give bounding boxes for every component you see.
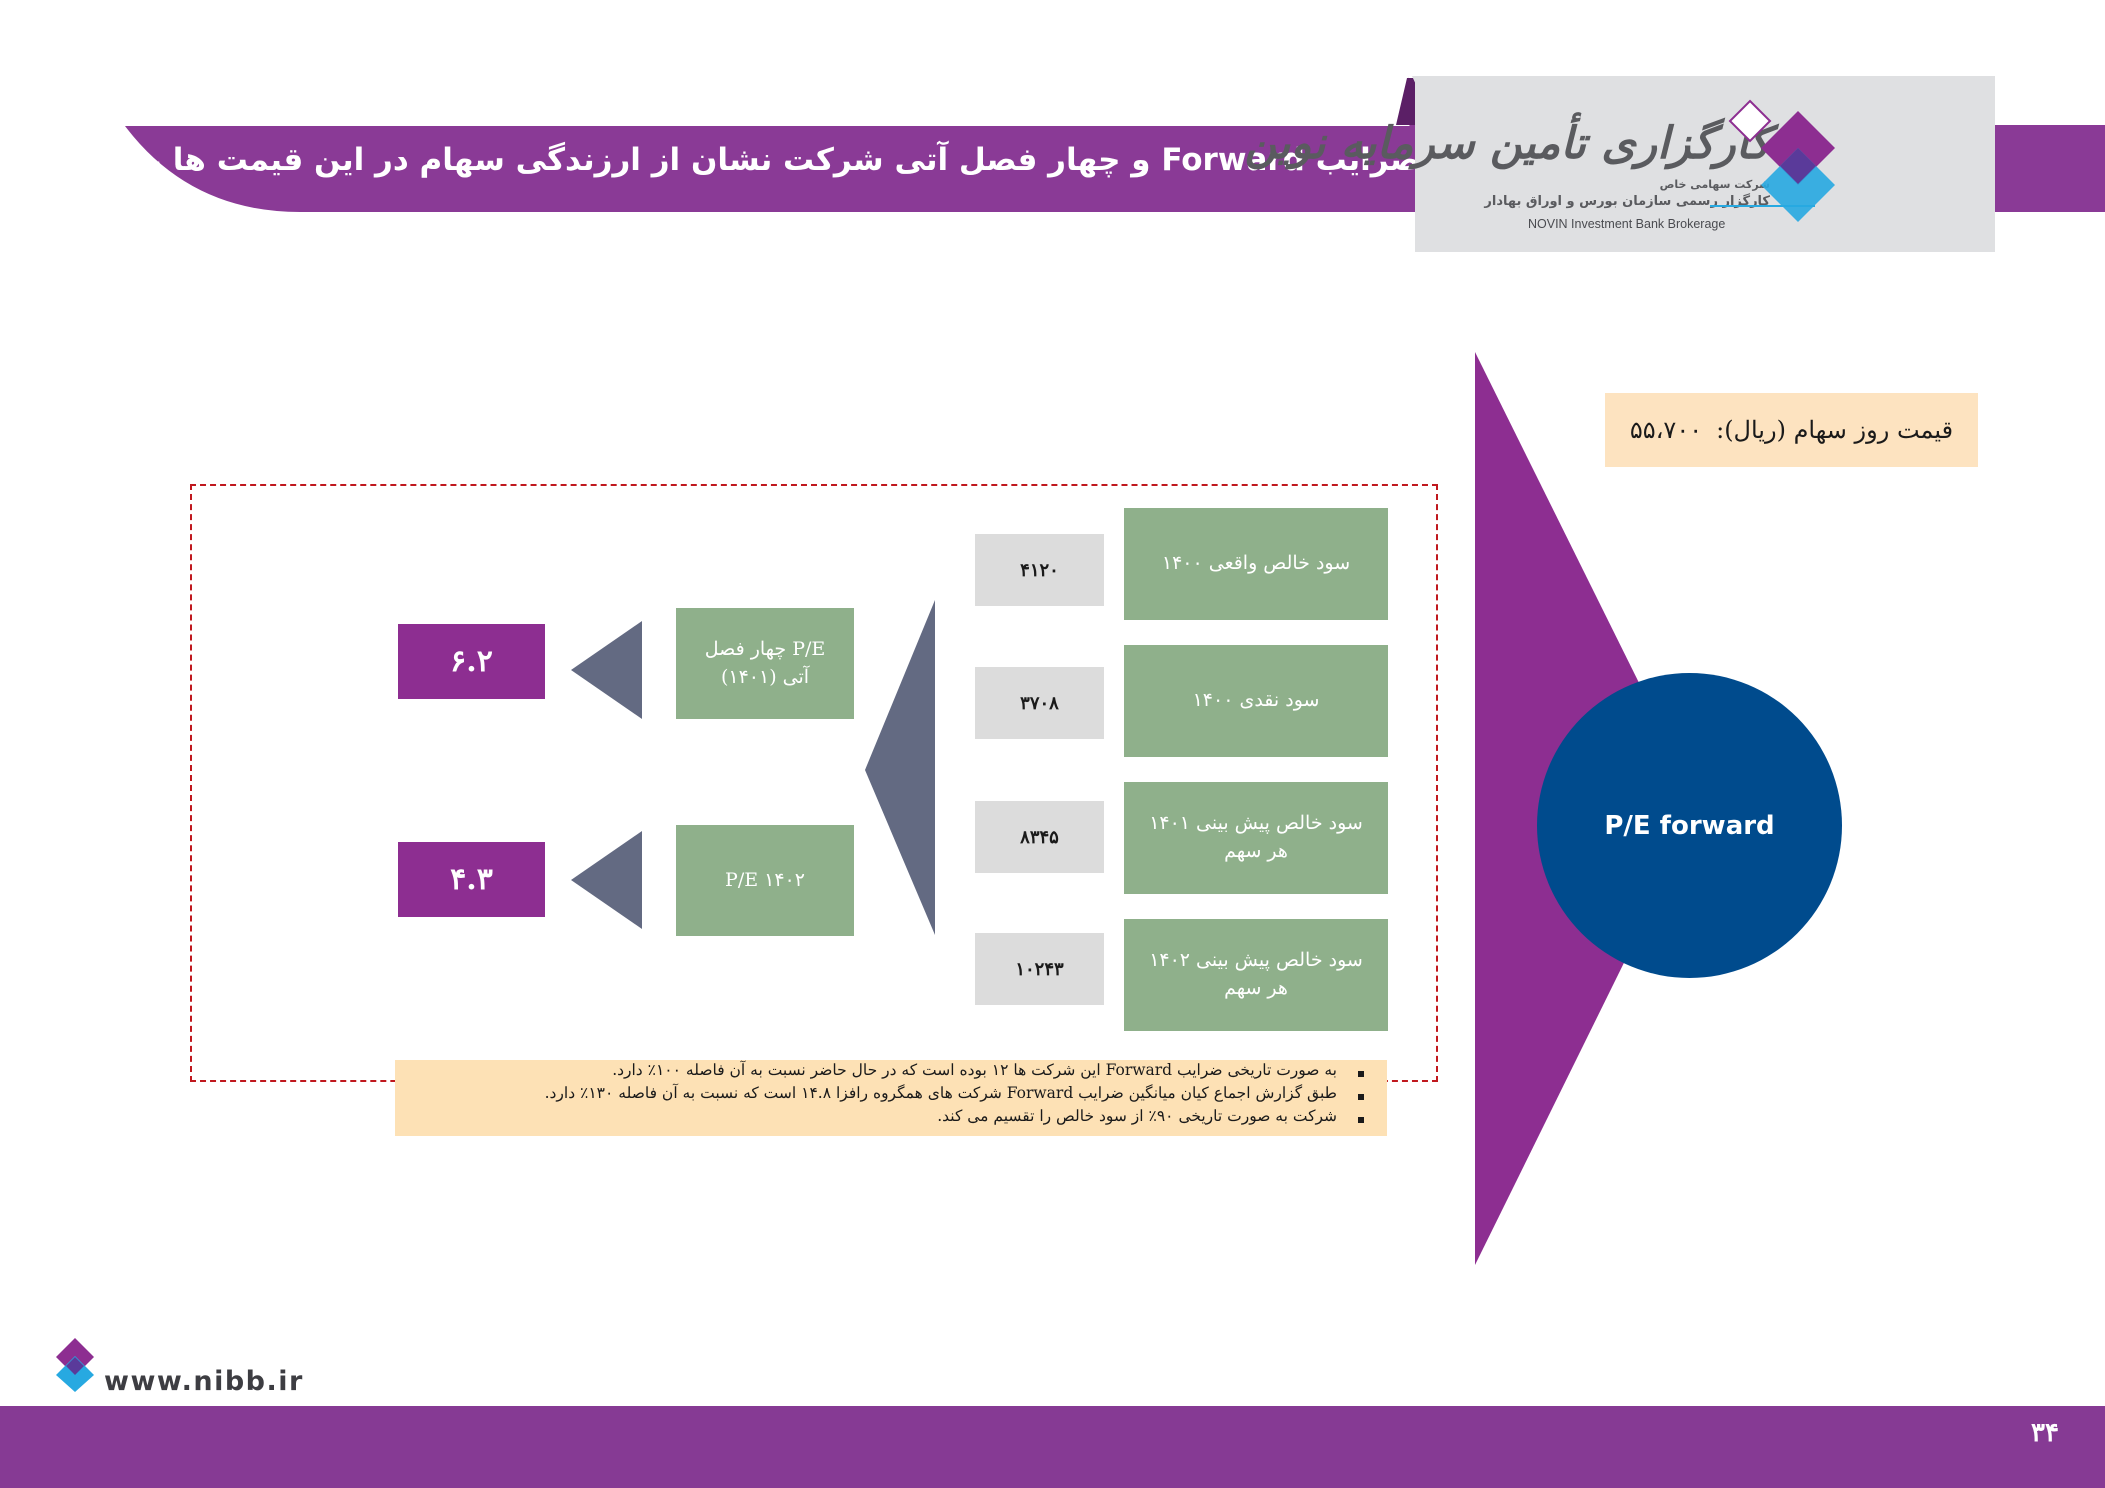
footer-bar xyxy=(0,1406,2105,1488)
note-bullet-icon xyxy=(1358,1117,1364,1123)
pe-forward-1401-value: ۶.۲ xyxy=(398,624,545,699)
pe-forward-1401-label: P/E چهار فصل آتی (۱۴۰۱) xyxy=(676,608,854,719)
share-price-box: قیمت روز سهام (ریال): ۵۵،۷۰۰ xyxy=(1605,393,1978,467)
note-2: طبق گزارش اجماع کیان میانگین ضرایب Forwa… xyxy=(544,1084,1337,1102)
page-title: ضرایب Forward و چهار فصل آتی شرکت نشان ا… xyxy=(6,142,1420,178)
pe-forward-circle: P/E forward xyxy=(1537,673,1842,978)
logo-diamond-icon xyxy=(1710,99,1835,222)
footer-logo-icon xyxy=(56,1338,94,1392)
share-price-label: قیمت روز سهام (ریال): xyxy=(1716,416,1954,444)
earnings-value-1401-forecast: ۸۳۴۵ xyxy=(975,801,1104,873)
note-3: شرکت به صورت تاریخی ۹۰٪ از سود خالص را ت… xyxy=(937,1107,1337,1125)
earnings-value-1400-dividend: ۳۷۰۸ xyxy=(975,667,1104,739)
share-price-value: ۵۵،۷۰۰ xyxy=(1629,416,1703,444)
pe-1402-label: P/E ۱۴۰۲ xyxy=(676,825,854,936)
pe-forward-label: P/E forward xyxy=(1604,810,1775,841)
page-number: ۳۴ xyxy=(2031,1418,2059,1448)
logo-name-en: NOVIN Investment Bank Brokerage xyxy=(1528,217,1726,231)
earnings-label-1400-dividend: سود نقدی ۱۴۰۰ xyxy=(1124,645,1388,757)
note-bullet-icon xyxy=(1358,1071,1364,1077)
pe-1402-value: ۴.۳ xyxy=(398,842,545,917)
footer-website[interactable]: www.nibb.ir xyxy=(104,1366,304,1397)
earnings-value-1400-actual: ۴۱۲۰ xyxy=(975,534,1104,606)
note-1: به صورت تاریخی ضرایب Forward این شرکت ها… xyxy=(612,1061,1337,1079)
merge-triangle xyxy=(865,600,935,935)
logo-company-type: شرکت سهامی خاص xyxy=(1659,178,1770,191)
note-bullet-icon xyxy=(1358,1094,1364,1100)
arrow-triangle-2 xyxy=(571,831,642,929)
earnings-label-1400-actual: سود خالص واقعی ۱۴۰۰ xyxy=(1124,508,1388,620)
logo-tagline: کارگزار رسمی سازمان بورس و اوراق بهادار xyxy=(1484,194,1770,209)
notes-box: به صورت تاریخی ضرایب Forward این شرکت ها… xyxy=(395,1060,1387,1136)
earnings-value-1402-forecast: ۱۰۲۴۳ xyxy=(975,933,1104,1005)
arrow-triangle-1 xyxy=(571,621,642,719)
earnings-label-1401-forecast: سود خالص پیش بینی ۱۴۰۱ هر سهم xyxy=(1124,782,1388,894)
earnings-label-1402-forecast: سود خالص پیش بینی ۱۴۰۲ هر سهم xyxy=(1124,919,1388,1031)
logo-panel-shape xyxy=(1412,76,1995,252)
logo-name-fa: کارگزاری تأمین سرمایه نوین xyxy=(1244,118,1770,169)
